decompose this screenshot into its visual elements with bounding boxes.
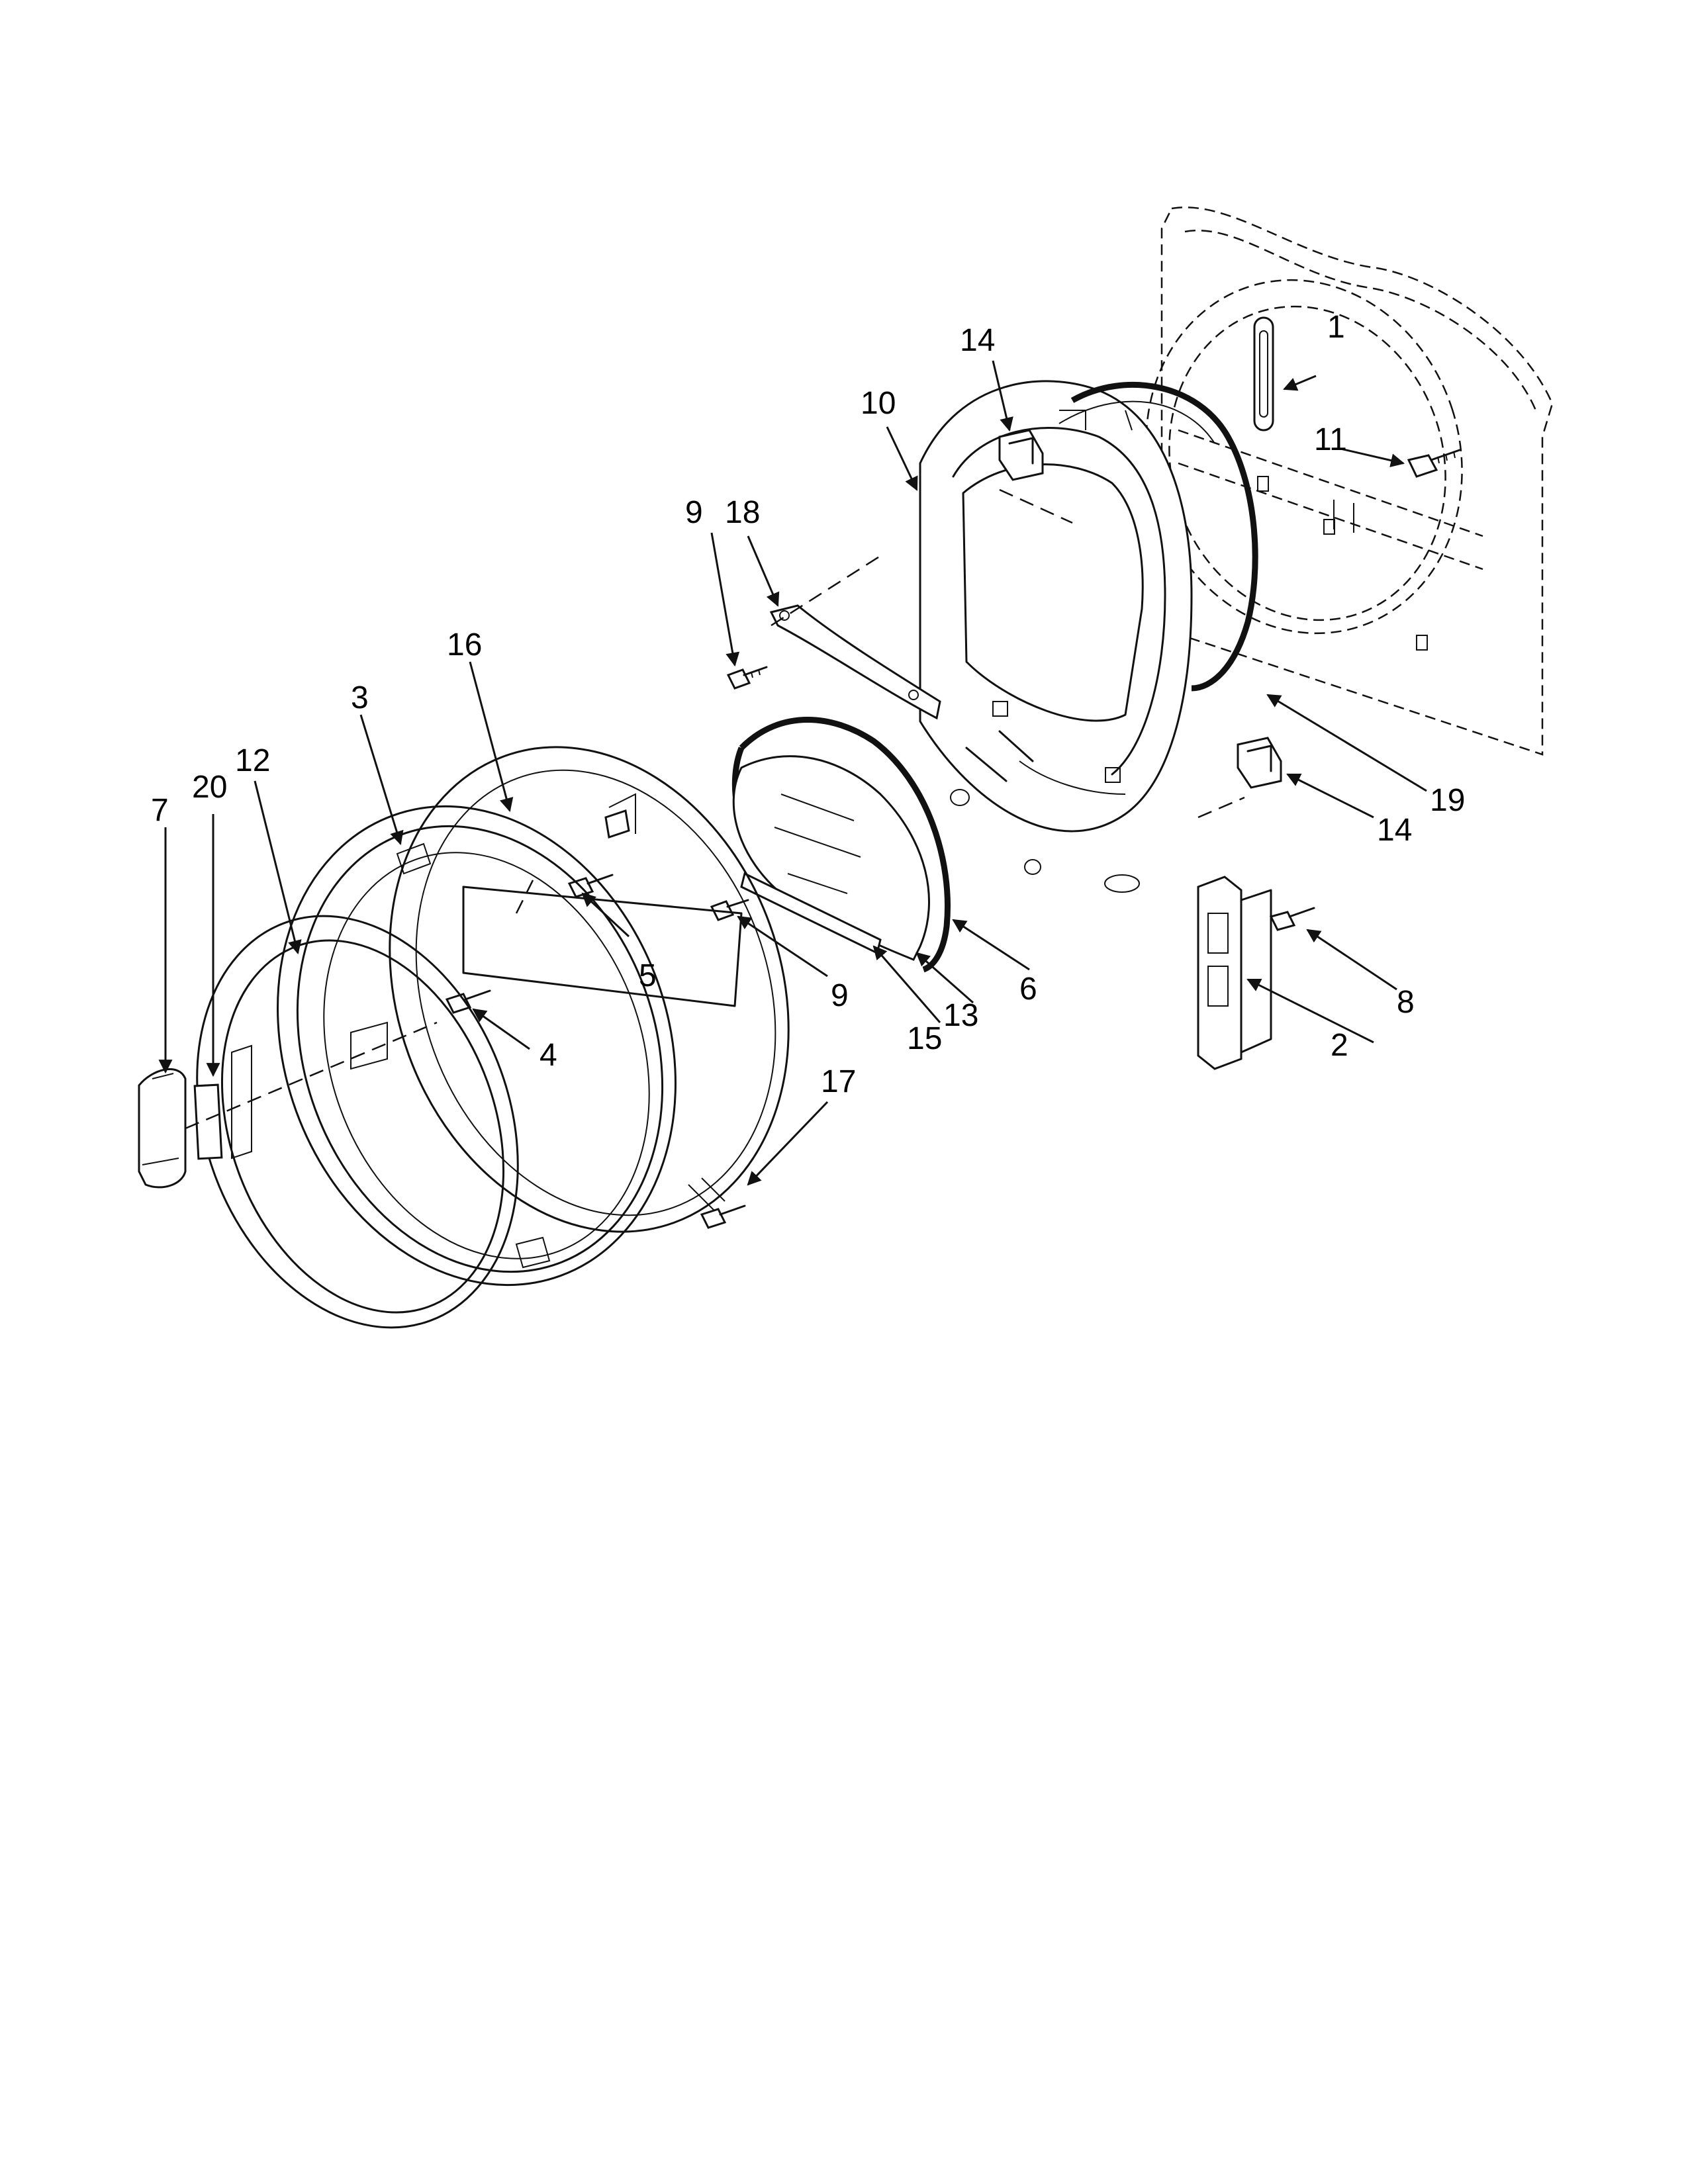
- leader-lines: [158, 360, 1427, 1186]
- callout-10: 10: [861, 386, 896, 421]
- callout-11: 11: [1314, 422, 1347, 457]
- inner-door-part-10: [919, 380, 1193, 893]
- hinge-bracket-part-18: [769, 604, 941, 720]
- assembly-axes: [185, 488, 1245, 1130]
- callout-20: 20: [192, 770, 227, 805]
- callout-4: 4: [539, 1038, 557, 1073]
- screw-part-4: [445, 989, 491, 1014]
- callout-1: 1: [1327, 310, 1345, 345]
- callout-13: 13: [943, 998, 978, 1033]
- callout-15: 15: [907, 1021, 942, 1056]
- door-ring-part-16: [389, 746, 790, 1233]
- screw-part-8: [1269, 907, 1315, 931]
- door-handle-part-7: [138, 1068, 187, 1189]
- gasket-part-19: [1058, 381, 1258, 692]
- callout-12: 12: [235, 743, 270, 778]
- callout-14-upper: 14: [960, 323, 995, 358]
- callout-9-lower: 9: [831, 978, 849, 1013]
- screw-part-5: [567, 874, 614, 898]
- door-catch-part-1: [1253, 316, 1274, 432]
- callout-9-upper: 9: [685, 495, 703, 530]
- door-trim-ring-part-3: [277, 805, 677, 1287]
- callout-6: 6: [1019, 972, 1037, 1007]
- label-part-20: [193, 1083, 223, 1160]
- callout-18: 18: [725, 495, 760, 530]
- callout-3: 3: [351, 680, 369, 715]
- hinge-pad-part-14-upper: [998, 429, 1044, 481]
- callout-19: 19: [1430, 783, 1465, 818]
- door-hinge-part-2: [1197, 876, 1272, 1070]
- callout-14-lower: 14: [1377, 813, 1412, 848]
- hinge-pad-part-14-lower: [1237, 737, 1282, 789]
- callout-2: 2: [1331, 1028, 1348, 1063]
- callout-8: 8: [1397, 985, 1415, 1020]
- screw-part-11: [1407, 449, 1461, 478]
- screw-part-17: [700, 1205, 746, 1229]
- callout-labels: 1 2 3 4 5 6 7 8 9 9 10 11 12 13 14 14 15…: [151, 310, 1465, 1099]
- callout-7: 7: [151, 793, 169, 828]
- glass-window-part-13: [732, 755, 930, 961]
- callout-16: 16: [447, 627, 482, 662]
- callout-17: 17: [821, 1064, 856, 1099]
- screw-part-9-upper: [726, 666, 768, 690]
- callout-5: 5: [639, 958, 657, 993]
